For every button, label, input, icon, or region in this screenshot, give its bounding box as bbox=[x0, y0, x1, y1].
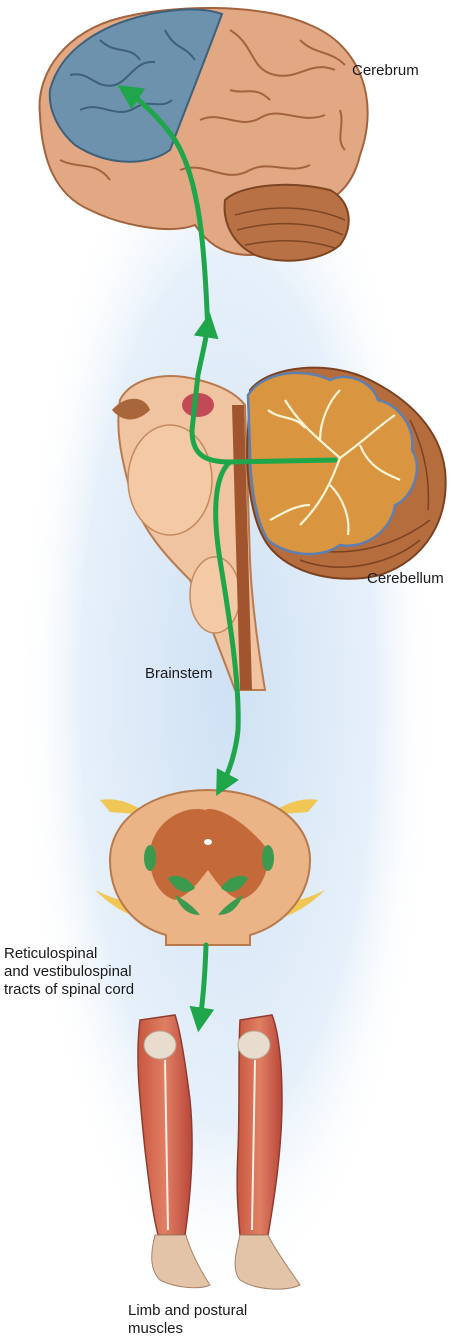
background-glow bbox=[18, 70, 438, 1310]
spinal-tracts-label: Reticulospinal and vestibulospinal tract… bbox=[4, 945, 134, 999]
tract-left-lateral bbox=[144, 845, 156, 871]
cerebellum-label: Cerebellum bbox=[367, 570, 444, 588]
brainstem-label: Brainstem bbox=[145, 665, 213, 683]
tract-right-lateral bbox=[262, 845, 274, 871]
cerebrum-illustration bbox=[40, 8, 368, 261]
cerebellum-illustration bbox=[247, 368, 445, 579]
muscles-label: Limb and postural muscles bbox=[128, 1302, 247, 1338]
cerebrum-label: Cerebrum bbox=[352, 62, 419, 80]
